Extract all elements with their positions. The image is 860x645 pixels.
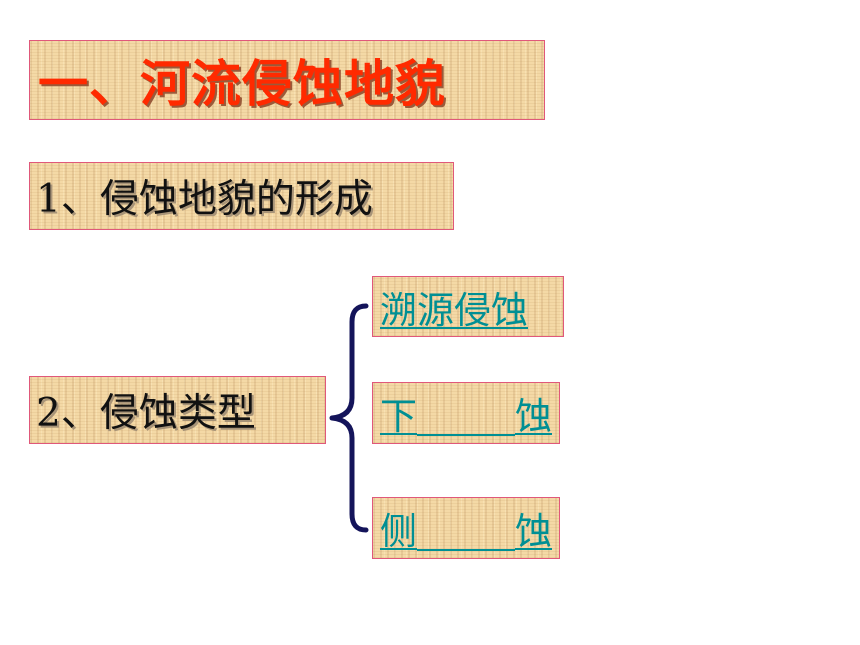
lateral-erosion-link-left: 侧	[380, 510, 417, 553]
title-banner: 一、河流侵蚀地貌	[29, 40, 545, 120]
downcutting-link-box[interactable]: 下 蚀	[372, 382, 560, 444]
link-underline-gap	[417, 434, 515, 436]
erosion-types-heading-box: 2、侵蚀类型	[29, 376, 326, 444]
downcutting-link[interactable]: 下 蚀	[380, 386, 552, 440]
formation-heading: 1、侵蚀地貌的形成	[36, 177, 373, 222]
downcutting-link-left: 下	[380, 395, 417, 438]
curly-brace	[329, 303, 369, 533]
link-underline-gap	[417, 549, 515, 551]
downcutting-link-right: 蚀	[515, 395, 552, 438]
page-title: 一、河流侵蚀地貌	[38, 54, 446, 113]
headward-erosion-link-box[interactable]: 溯源侵蚀	[372, 276, 564, 337]
formation-heading-box: 1、侵蚀地貌的形成	[29, 162, 454, 230]
lateral-erosion-link-box[interactable]: 侧 蚀	[372, 497, 560, 559]
lateral-erosion-link[interactable]: 侧 蚀	[380, 501, 552, 555]
erosion-types-heading: 2、侵蚀类型	[36, 391, 256, 436]
headward-erosion-link[interactable]: 溯源侵蚀	[380, 288, 528, 332]
lateral-erosion-link-right: 蚀	[515, 510, 552, 553]
